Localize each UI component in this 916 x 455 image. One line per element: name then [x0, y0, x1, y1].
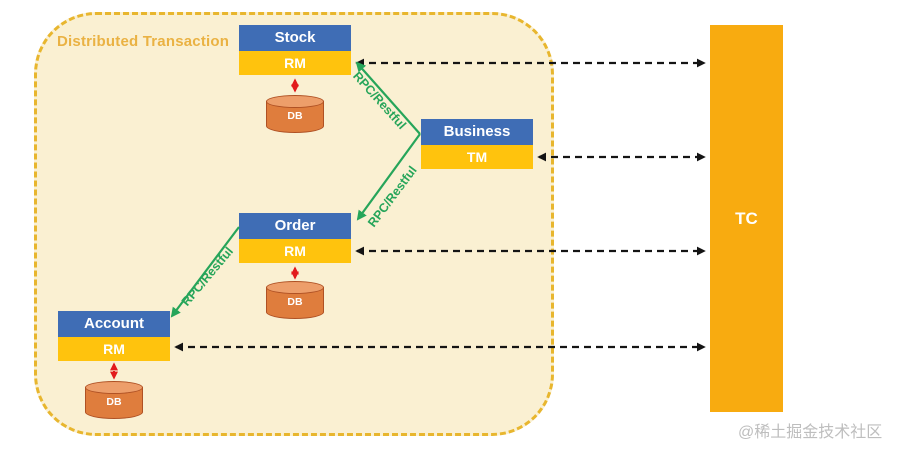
watermark: @稀土掘金技术社区 — [738, 424, 883, 441]
service-name-order: Order — [239, 213, 351, 239]
transaction-coordinator-label: TC — [735, 208, 758, 228]
database-cylinder-order: DB — [266, 281, 324, 319]
diagram-title: Distributed Transaction — [57, 33, 230, 50]
service-role-account-rm: RM — [58, 337, 170, 361]
database-cylinder-account: DB — [85, 381, 143, 419]
database-label: DB — [287, 110, 303, 122]
database-label: DB — [106, 396, 122, 408]
service-name-account: Account — [58, 311, 170, 337]
database-cylinder-top — [266, 281, 324, 294]
database-cylinder-top — [266, 95, 324, 108]
service-box-stock: Stock RM — [239, 25, 351, 75]
database-cylinder-top — [85, 381, 143, 394]
service-box-business: Business TM — [421, 119, 533, 169]
database-label: DB — [287, 296, 303, 308]
service-role-stock-rm: RM — [239, 51, 351, 75]
service-role-business-tm: TM — [421, 145, 533, 169]
service-box-order: Order RM — [239, 213, 351, 263]
service-name-stock: Stock — [239, 25, 351, 51]
service-role-order-rm: RM — [239, 239, 351, 263]
transaction-coordinator-box: TC — [710, 25, 783, 412]
service-box-account: Account RM — [58, 311, 170, 361]
service-name-business: Business — [421, 119, 533, 145]
database-cylinder-stock: DB — [266, 95, 324, 133]
